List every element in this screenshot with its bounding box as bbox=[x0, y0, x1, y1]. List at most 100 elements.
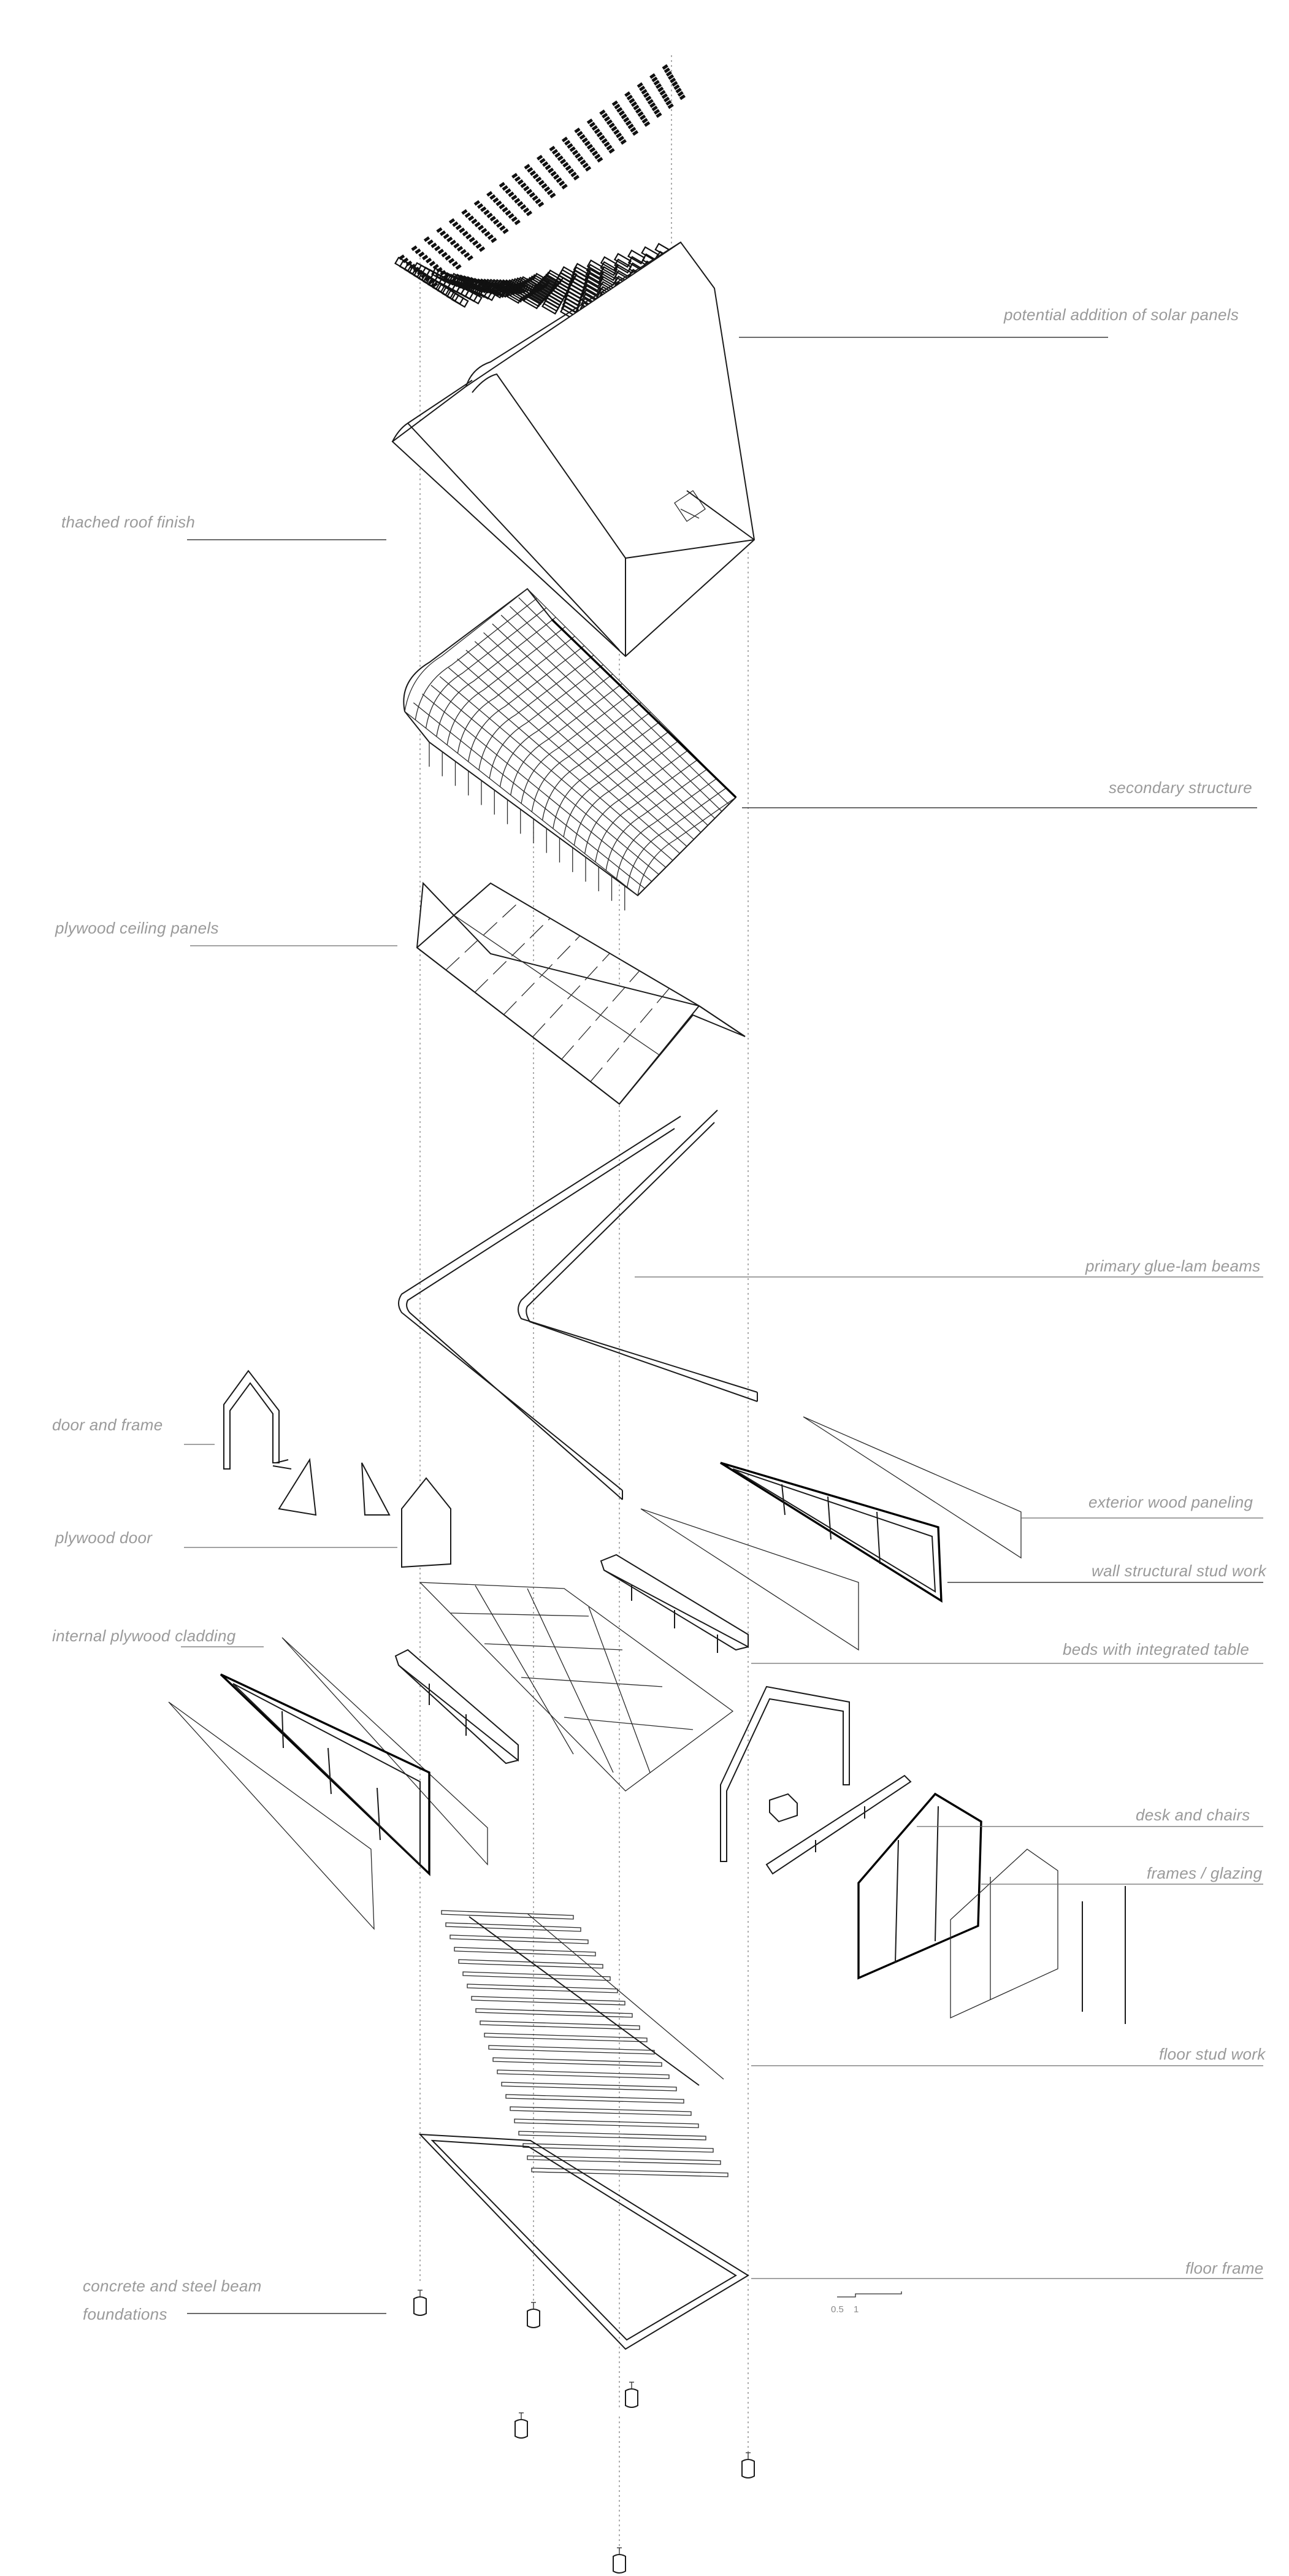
solar-cell bbox=[557, 155, 564, 161]
solar-cell bbox=[647, 99, 654, 105]
solar-cell bbox=[673, 84, 680, 90]
solar-cell bbox=[537, 155, 543, 161]
solar-cell bbox=[502, 185, 508, 191]
solar-cell bbox=[665, 71, 673, 77]
solar-cell bbox=[523, 185, 530, 191]
floor-joist bbox=[449, 1934, 589, 1944]
solar-cell bbox=[495, 200, 502, 207]
floor-joist bbox=[441, 1910, 574, 1920]
solar-cell bbox=[535, 177, 542, 183]
solar-cell bbox=[539, 158, 546, 164]
floor-joist bbox=[522, 2143, 714, 2153]
solar-cell bbox=[630, 101, 638, 107]
solar-cell bbox=[449, 239, 456, 246]
solar-cell bbox=[522, 207, 530, 213]
solar-cell bbox=[599, 109, 606, 115]
floor-beam bbox=[469, 1916, 700, 2086]
solar-cell bbox=[656, 112, 662, 118]
solar-cell bbox=[567, 143, 573, 149]
solar-cell bbox=[464, 252, 470, 258]
solar-cell bbox=[541, 183, 548, 189]
floor-joist bbox=[531, 2168, 729, 2177]
solar-cell bbox=[653, 109, 660, 115]
solar-cell bbox=[589, 121, 596, 128]
solar-panel bbox=[613, 253, 632, 268]
solar-cell bbox=[471, 218, 478, 224]
door-frame-drawing bbox=[223, 1370, 451, 1568]
floor-panels-drawing bbox=[419, 1582, 734, 1792]
floor-joist bbox=[497, 2069, 670, 2079]
solar-cell bbox=[621, 113, 627, 120]
solar-cell bbox=[445, 255, 451, 261]
solar-cell bbox=[579, 159, 586, 166]
solar-cell bbox=[651, 76, 658, 83]
solar-panel bbox=[516, 277, 534, 292]
solar-cell bbox=[657, 86, 664, 93]
solar-cell bbox=[572, 149, 579, 156]
solar-cell bbox=[520, 204, 527, 210]
solar-cell bbox=[577, 156, 584, 162]
solar-cell bbox=[611, 126, 618, 132]
solar-cell bbox=[562, 161, 569, 168]
solar-cell bbox=[459, 228, 465, 234]
label-desk-chairs: desk and chairs bbox=[1136, 1806, 1250, 1824]
shell-rib bbox=[425, 607, 547, 729]
solar-cell bbox=[446, 236, 453, 242]
internal-cladding-drawing bbox=[168, 1637, 488, 1930]
solar-cell bbox=[661, 93, 668, 99]
foundation-pile bbox=[741, 2459, 755, 2478]
solar-cell bbox=[460, 248, 467, 255]
solar-cell bbox=[568, 168, 575, 174]
solar-cell bbox=[592, 150, 599, 156]
solar-cell bbox=[645, 95, 652, 102]
solar-cell bbox=[499, 225, 506, 231]
solar-cell bbox=[559, 158, 567, 164]
shell-purlin bbox=[404, 711, 638, 896]
solar-panel bbox=[505, 279, 524, 295]
shell-ridge bbox=[551, 618, 737, 799]
shell-purlin bbox=[500, 615, 716, 819]
floor-joist bbox=[454, 1947, 596, 1957]
floor-joist bbox=[505, 2094, 684, 2104]
solar-cell bbox=[584, 166, 592, 172]
solar-cell bbox=[439, 230, 446, 236]
solar-cell bbox=[514, 219, 521, 226]
solar-cell bbox=[508, 213, 514, 219]
solar-cell bbox=[618, 136, 625, 142]
solar-cell bbox=[549, 145, 556, 151]
foundation-pile bbox=[613, 2554, 626, 2574]
shell-rib bbox=[553, 721, 660, 829]
label-plywood-door: plywood door bbox=[55, 1528, 153, 1547]
plywood-ceiling-drawing bbox=[416, 881, 746, 1105]
solar-cell bbox=[616, 107, 623, 113]
shell-rib bbox=[541, 711, 651, 821]
shell-purlin bbox=[439, 676, 667, 868]
solar-panel bbox=[491, 283, 510, 298]
solar-cell bbox=[589, 147, 596, 153]
solar-cell bbox=[489, 215, 496, 222]
solar-cell bbox=[637, 111, 644, 117]
label-secondary-structure: secondary structure bbox=[1109, 778, 1252, 797]
solar-cell bbox=[623, 117, 630, 123]
solar-cell bbox=[475, 243, 482, 249]
solar-cell bbox=[492, 219, 500, 225]
solar-cell bbox=[427, 239, 434, 245]
solar-panel bbox=[488, 282, 507, 297]
solar-panel bbox=[573, 263, 591, 278]
floor-joist bbox=[471, 1996, 625, 2006]
solar-cell bbox=[611, 100, 618, 106]
solar-cell bbox=[492, 197, 499, 204]
solar-cell bbox=[496, 222, 503, 228]
solar-cell bbox=[455, 264, 462, 270]
solar-cell bbox=[616, 132, 622, 139]
solar-cell bbox=[559, 180, 565, 186]
solar-cell bbox=[514, 176, 521, 182]
floor-joist bbox=[514, 2118, 699, 2128]
shell-purlin bbox=[492, 623, 708, 826]
shell-rib bbox=[637, 797, 736, 896]
scale-bar: 0.5 1 bbox=[831, 2291, 902, 2315]
solar-cell bbox=[649, 102, 656, 109]
solar-cell bbox=[467, 215, 475, 221]
shell-rib bbox=[605, 769, 708, 871]
solar-cell bbox=[505, 188, 511, 194]
